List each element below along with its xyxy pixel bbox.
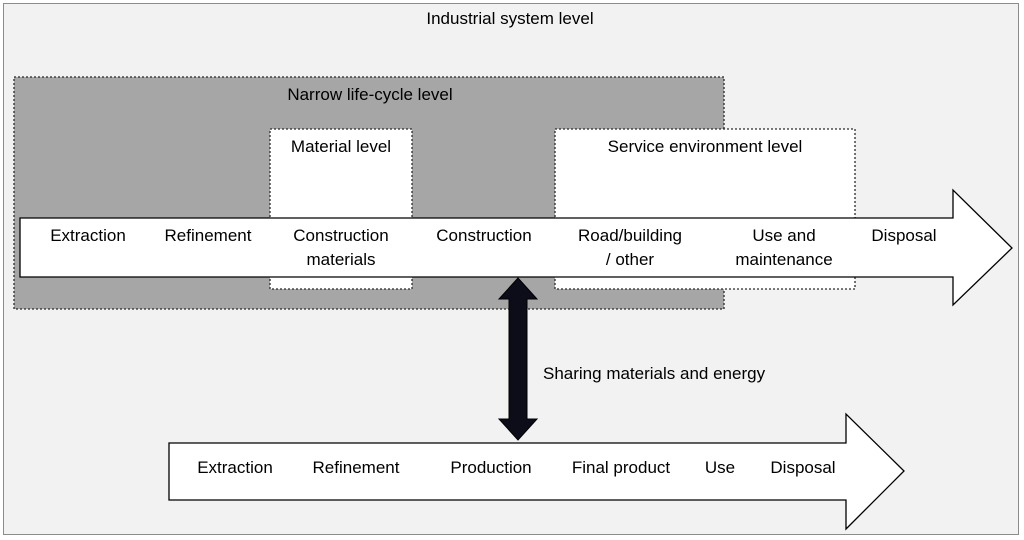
lower-stage-3: Production [450, 458, 532, 477]
upper-stage-4: Construction [436, 226, 532, 245]
lower-stage-5: Use [704, 458, 736, 477]
narrow-level-title: Narrow life-cycle level [287, 85, 453, 104]
sharing-label: Sharing materials and energy [543, 364, 766, 383]
upper-stage-1: Extraction [50, 226, 126, 245]
lower-flow-arrow [168, 412, 905, 531]
lower-stage-6: Disposal [770, 458, 836, 477]
lower-stage-1: Extraction [197, 458, 273, 477]
industrial-level-title: Industrial system level [426, 9, 594, 28]
double-headed-arrow-icon [497, 277, 539, 441]
upper-stage-7: Disposal [871, 226, 937, 245]
lower-stage-4: Final product [571, 458, 671, 477]
upper-stage-2: Refinement [164, 226, 252, 245]
material-level-title: Material level [290, 137, 392, 156]
upper-stage-5: Road/building/ other [578, 226, 682, 269]
upper-flow-arrow [19, 188, 1013, 307]
lower-stage-2: Refinement [312, 458, 400, 477]
service-level-title: Service environment level [607, 137, 803, 156]
